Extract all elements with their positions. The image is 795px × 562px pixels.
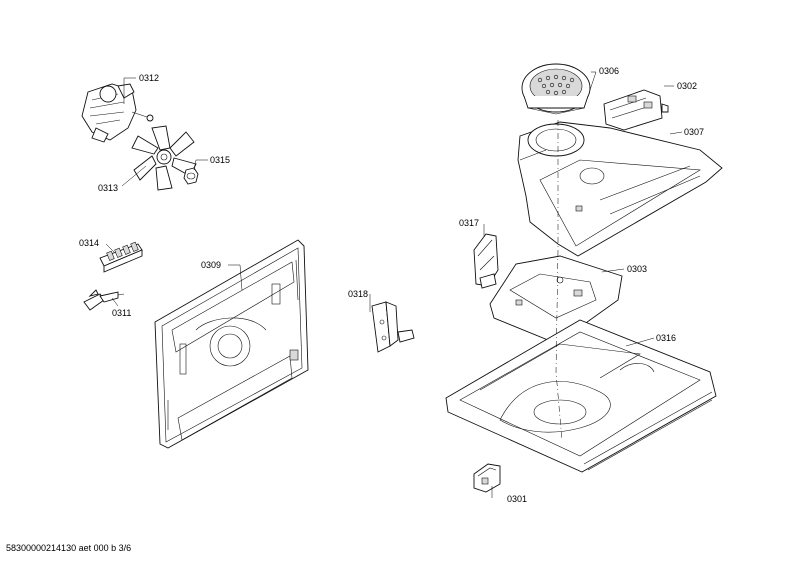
top-duct-plate-part	[517, 121, 723, 257]
latch-bracket-part	[473, 463, 501, 493]
nut-part	[183, 167, 199, 185]
label-0316: 0316	[656, 333, 676, 343]
label-0306: 0306	[599, 66, 619, 76]
document-code-footer: 58300000214130 aet 000 b 3/6	[6, 543, 132, 553]
fan-wheel-part	[131, 125, 197, 191]
label-0311: 0311	[112, 308, 131, 318]
label-0301: 0301	[507, 494, 527, 504]
label-0312: 0312	[139, 73, 159, 83]
terminal-block-part	[99, 241, 143, 273]
label-0307: 0307	[684, 127, 704, 137]
control-module-part	[603, 89, 669, 131]
part-labels: 0312 0313 0315 0314 0311 0309 0318 0317 …	[79, 66, 704, 504]
label-0302: 0302	[677, 81, 697, 91]
label-0303: 0303	[627, 264, 647, 274]
label-0309: 0309	[201, 260, 221, 270]
label-0318: 0318	[348, 289, 368, 299]
fan-cover-part	[521, 63, 591, 115]
fan-motor-part	[81, 83, 154, 143]
bottom-tray-part	[445, 319, 717, 473]
label-0317: 0317	[459, 218, 479, 228]
label-0315: 0315	[210, 155, 230, 165]
label-0313: 0313	[98, 183, 118, 193]
base-plate-part	[489, 255, 623, 341]
label-0314: 0314	[79, 238, 99, 248]
upper-bracket-part	[473, 233, 499, 289]
rear-panel-part	[154, 239, 309, 449]
leader-lines	[105, 71, 683, 498]
switch-clip-part	[83, 289, 125, 311]
side-bracket-part	[371, 301, 415, 353]
